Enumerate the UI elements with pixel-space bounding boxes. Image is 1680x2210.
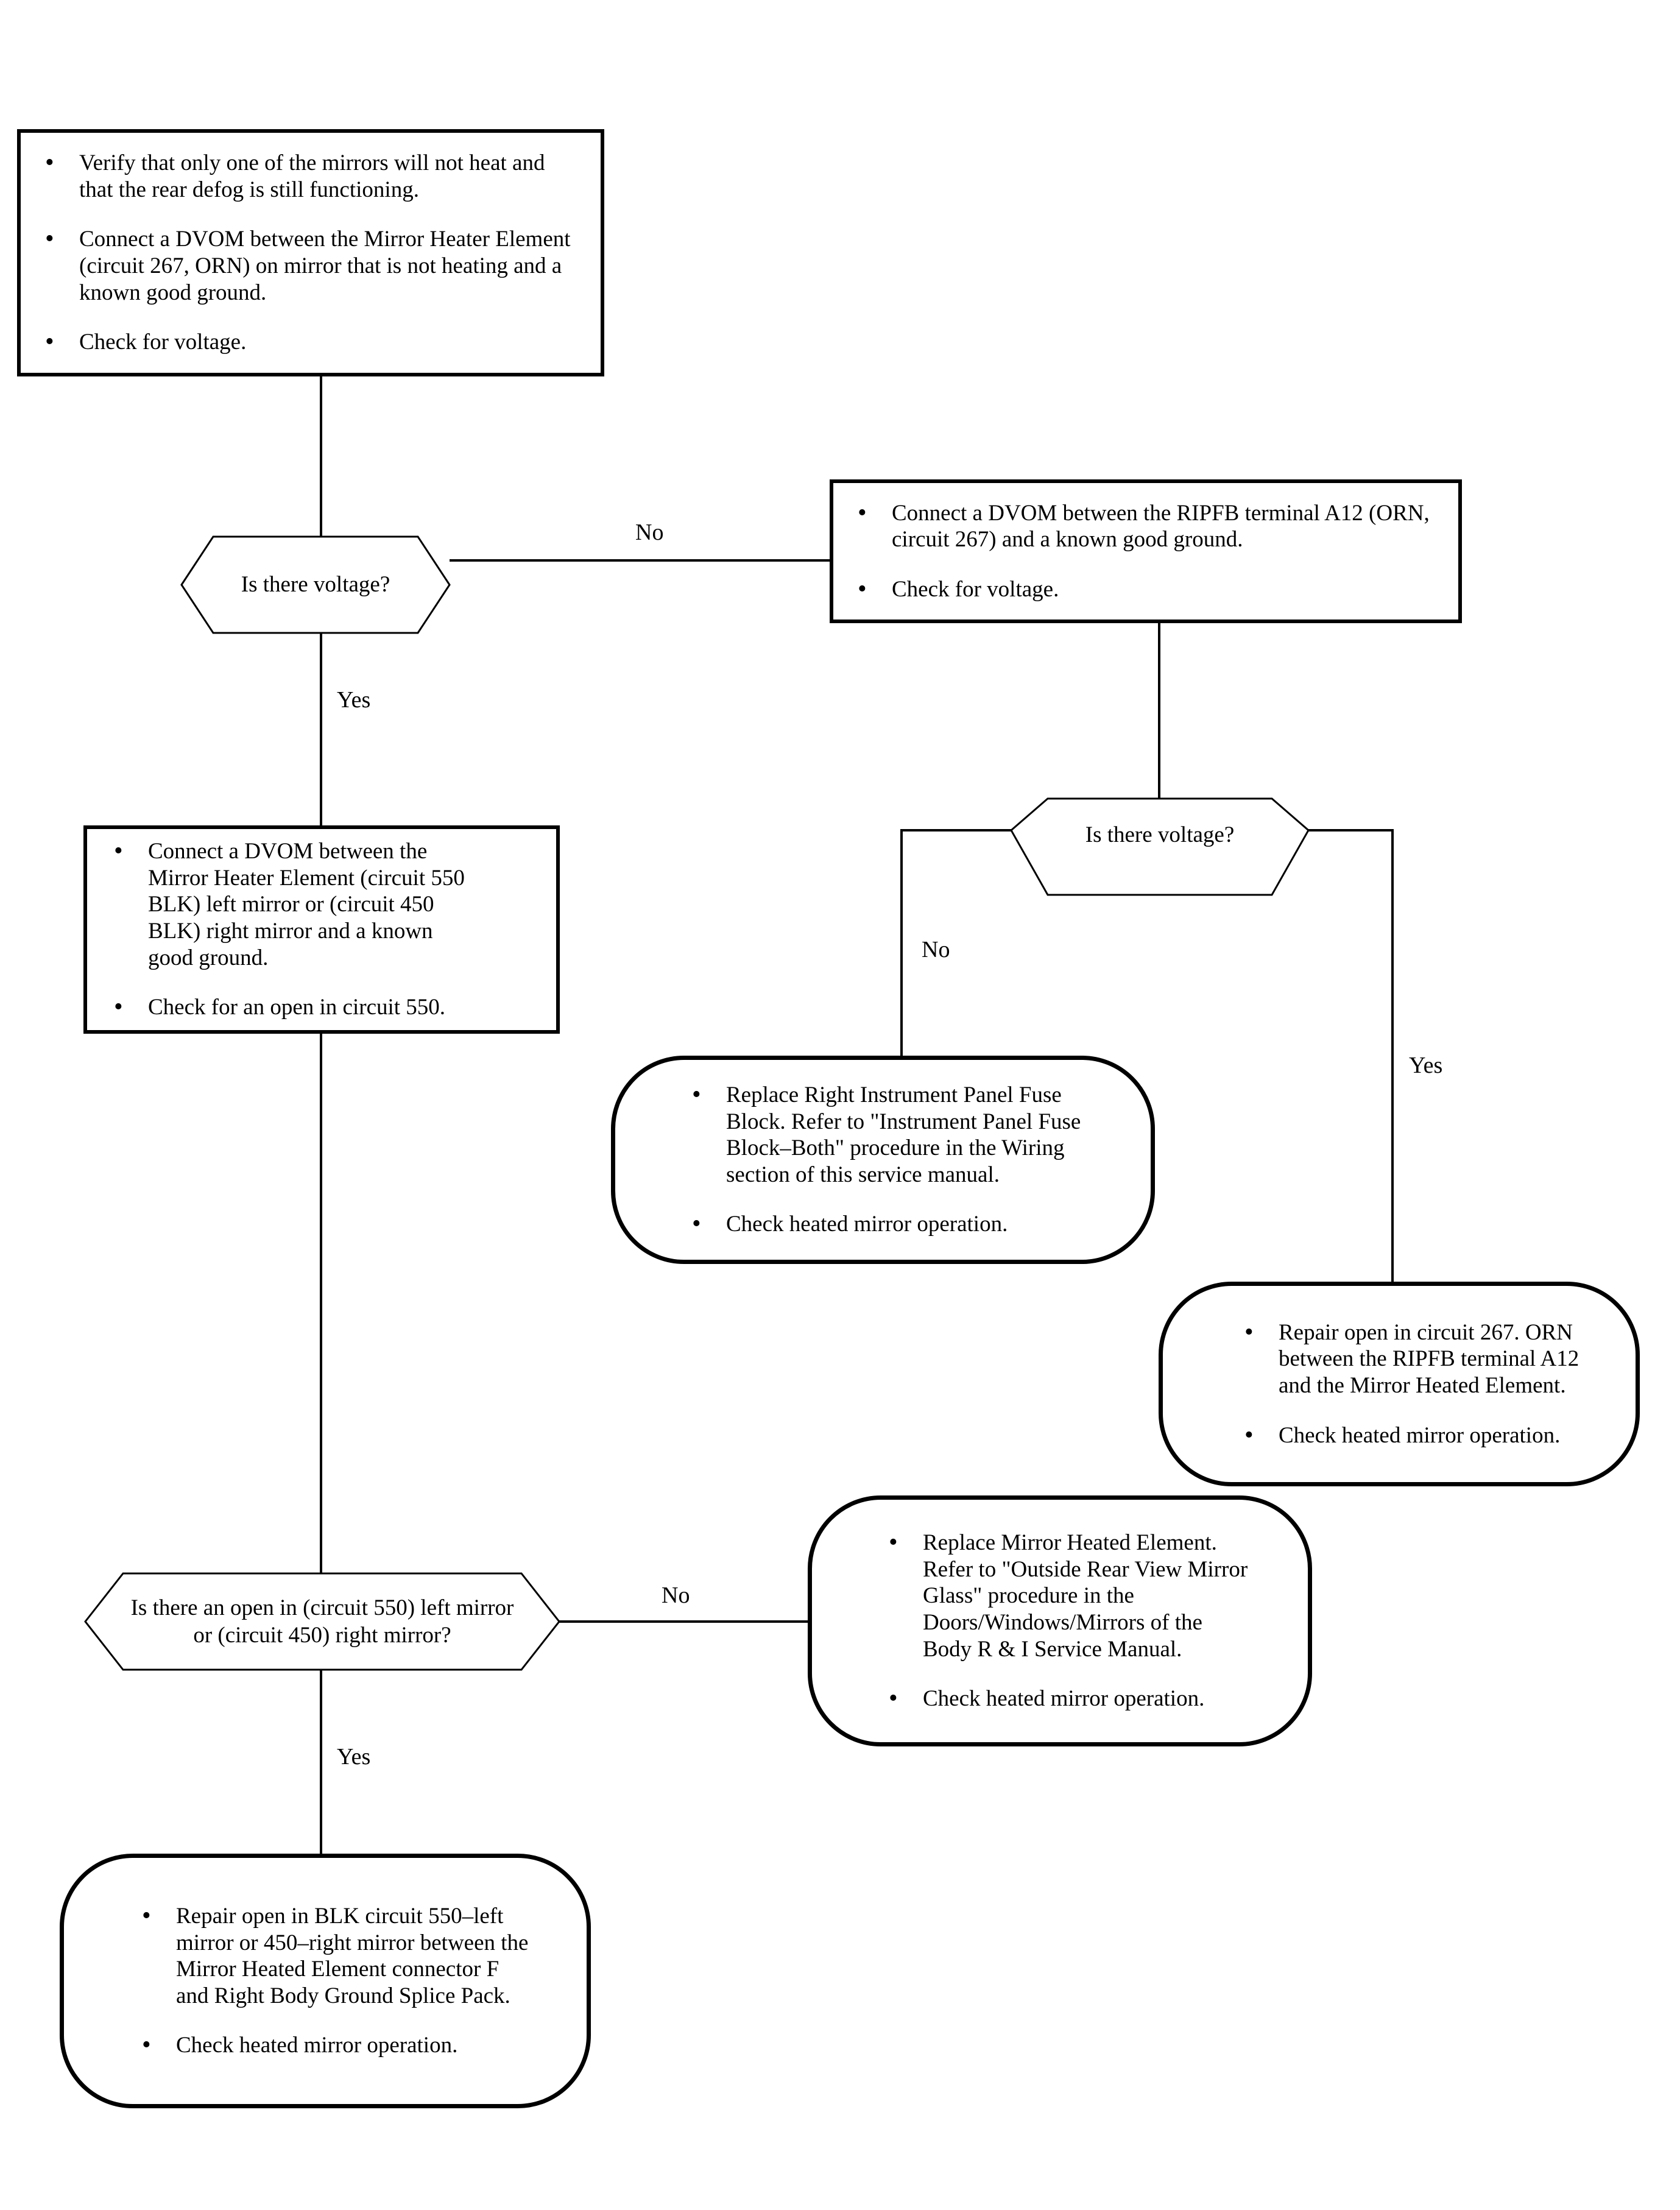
repair-267-bullets: Repair open in circuit 267. ORN between …: [1241, 1318, 1587, 1450]
dvom-550-box-bullet-2: Check for an open in circuit 550.: [110, 992, 483, 1022]
replace-fuse-block-bullets: Replace Right Instrument Panel Fuse Bloc…: [688, 1080, 1084, 1240]
hexagon-shape-3: [84, 1572, 560, 1671]
start-box-bullet-3: Check for voltage.: [41, 327, 573, 357]
ripfb-box-bullet-1: Connect a DVOM between the RIPFB termina…: [854, 498, 1434, 553]
edge-label-voltage1-no: No: [635, 520, 664, 545]
dvom-550-box-bullet-1: Connect a DVOM between the Mirror Heater…: [110, 836, 483, 971]
repair-blk-bullets: Repair open in BLK circuit 550–left mirr…: [138, 1901, 534, 2061]
node-repair-267-box: Repair open in circuit 267. ORN between …: [1159, 1282, 1640, 1486]
edge-label-open-no: No: [662, 1583, 690, 1608]
decision-voltage-1-label: Is there voltage?: [241, 572, 390, 598]
node-dvom-550-box: Connect a DVOM between the Mirror Heater…: [83, 825, 560, 1034]
node-decision-voltage-1: Is there voltage?: [180, 535, 451, 634]
start-box-bullet-2: Connect a DVOM between the Mirror Heater…: [41, 224, 573, 306]
replace-element-bullet-1: Replace Mirror Heated Element. Refer to …: [885, 1528, 1257, 1662]
repair-blk-bullet-1: Repair open in BLK circuit 550–left mirr…: [138, 1901, 534, 2010]
edge-label-voltage1-yes: Yes: [337, 687, 371, 713]
ripfb-box-bullets: Connect a DVOM between the RIPFB termina…: [854, 498, 1434, 605]
dvom-550-box-bullets: Connect a DVOM between the Mirror Heater…: [110, 836, 483, 1022]
node-replace-fuse-block-box: Replace Right Instrument Panel Fuse Bloc…: [611, 1056, 1155, 1264]
node-decision-voltage-2: Is there voltage?: [1010, 797, 1310, 896]
decision-open-550-label: Is there an open in (circuit 550) left m…: [130, 1595, 514, 1648]
node-ripfb-box: Connect a DVOM between the RIPFB termina…: [830, 479, 1462, 623]
node-replace-element-box: Replace Mirror Heated Element. Refer to …: [808, 1495, 1312, 1746]
node-decision-open-550: Is there an open in (circuit 550) left m…: [84, 1572, 560, 1671]
replace-fuse-block-bullet-2: Check heated mirror operation.: [688, 1210, 1084, 1240]
node-repair-blk-box: Repair open in BLK circuit 550–left mirr…: [60, 1854, 591, 2108]
replace-fuse-block-bullet-1: Replace Right Instrument Panel Fuse Bloc…: [688, 1080, 1084, 1188]
edge-label-open-yes: Yes: [337, 1744, 371, 1770]
repair-267-bullet-2: Check heated mirror operation.: [1241, 1421, 1587, 1450]
edge-voltage2-yes: [1308, 829, 1394, 1282]
edge-label-voltage2-no: No: [922, 937, 950, 962]
hexagon-shape-1: [180, 535, 451, 634]
ripfb-box-bullet-2: Check for voltage.: [854, 574, 1434, 604]
repair-267-bullet-1: Repair open in circuit 267. ORN between …: [1241, 1318, 1587, 1399]
decision-voltage-2-label: Is there voltage?: [1085, 822, 1235, 847]
replace-element-bullets: Replace Mirror Heated Element. Refer to …: [885, 1528, 1257, 1714]
start-box-bullet-1: Verify that only one of the mirrors will…: [41, 148, 573, 203]
edge-voltage2-no: [900, 829, 1011, 1056]
repair-blk-bullet-2: Check heated mirror operation.: [138, 2031, 534, 2061]
replace-element-bullet-2: Check heated mirror operation.: [885, 1684, 1257, 1714]
hexagon-shape-2: [1010, 797, 1310, 896]
edge-label-voltage2-yes: Yes: [1409, 1053, 1443, 1078]
start-box-bullets: Verify that only one of the mirrors will…: [41, 148, 573, 357]
node-start-box: Verify that only one of the mirrors will…: [17, 129, 604, 376]
